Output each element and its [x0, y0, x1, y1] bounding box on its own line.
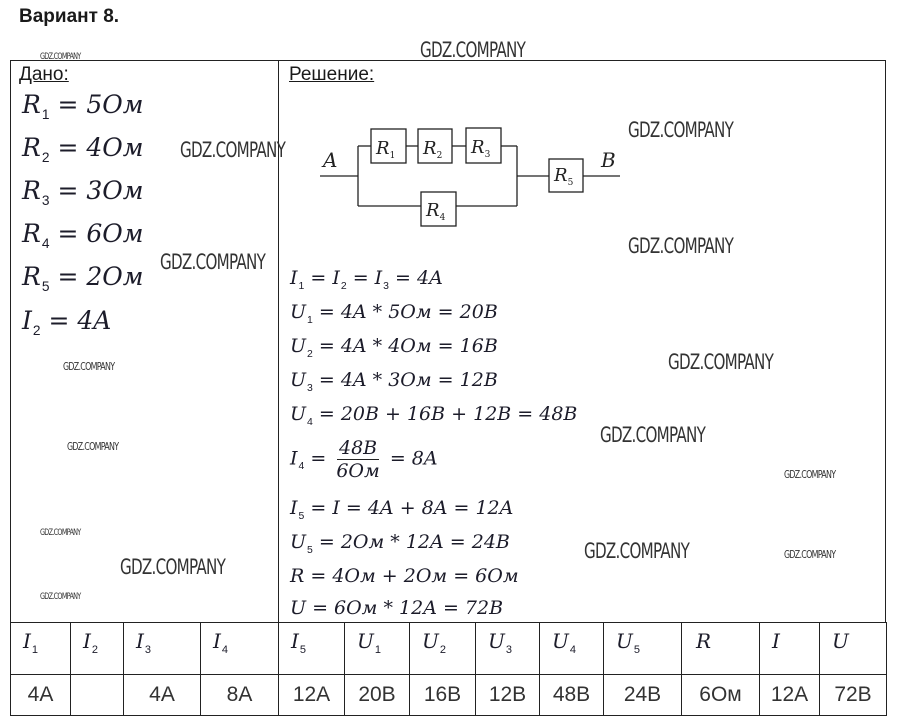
r5-label: R5 — [553, 165, 574, 188]
watermark: GDZ.COMPANY — [628, 234, 734, 258]
node-a-label: A — [321, 148, 337, 172]
value-cell — [70, 674, 124, 716]
page-title: Вариант 8. — [19, 6, 120, 27]
value-cell: 6Ом — [681, 674, 760, 716]
watermark: GDZ.COMPANY — [67, 440, 119, 453]
solution-step-u2: U2 = 4A * 4Ом = 16B — [290, 335, 498, 360]
watermark: GDZ.COMPANY — [668, 350, 774, 374]
solution-step-currents: I1 = I2 = I3 = 4A — [290, 267, 443, 292]
node-b-label: B — [600, 148, 616, 172]
watermark: GDZ.COMPANY — [120, 555, 226, 579]
given-heading: Дано: — [19, 64, 69, 85]
header-cell: I1 — [10, 622, 71, 675]
value-cell: 12A — [759, 674, 820, 716]
given-i2: I2 = 4A — [22, 306, 112, 339]
r3-label: R3 — [470, 137, 491, 160]
header-cell: U4 — [539, 622, 604, 675]
header-cell: I — [759, 622, 820, 675]
watermark: GDZ.COMPANY — [628, 118, 734, 142]
header-cell: I2 — [70, 622, 124, 675]
header-cell: U3 — [475, 622, 540, 675]
resistor-r5 — [548, 158, 584, 193]
resistor-r1 — [370, 128, 407, 164]
watermark: GDZ.COMPANY — [40, 528, 81, 538]
value-cell: 12B — [475, 674, 540, 716]
table-header-row: I1 I2 I3 I4 I5 U1 U2 U3 U4 U5 R I U — [10, 622, 887, 675]
given-r1: R1 = 5Ом — [22, 90, 144, 123]
resistor-r2 — [417, 128, 453, 164]
header-cell: U1 — [344, 622, 410, 675]
header-cell: R — [681, 622, 760, 675]
header-cell: I5 — [278, 622, 345, 675]
watermark: GDZ.COMPANY — [63, 360, 115, 373]
value-cell: 72B — [819, 674, 887, 716]
r4-label: R4 — [425, 200, 446, 223]
watermark: GDZ.COMPANY — [784, 548, 836, 561]
watermark: GDZ.COMPANY — [160, 250, 266, 274]
value-cell: 12A — [278, 674, 345, 716]
solution-step-r-total: R = 4Ом + 2Ом = 6Ом — [290, 565, 519, 587]
r2-label: R2 — [422, 138, 442, 161]
value-cell: 20B — [344, 674, 410, 716]
task-frame — [10, 60, 886, 622]
given-r4: R4 = 6Ом — [22, 219, 144, 252]
watermark: GDZ.COMPANY — [784, 468, 836, 481]
solution-heading: Решение: — [289, 64, 375, 85]
header-cell: I4 — [200, 622, 279, 675]
solution-step-u3: U3 = 4A * 3Ом = 12B — [290, 369, 498, 394]
solution-step-i5: I5 = I = 4A + 8A = 12A — [290, 497, 514, 522]
header-cell: U2 — [409, 622, 476, 675]
circuit-diagram: A B R1 R2 R3 R4 R5 — [320, 127, 620, 227]
watermark: GDZ.COMPANY — [600, 423, 706, 447]
resistor-r4 — [420, 191, 457, 227]
value-cell: 16B — [409, 674, 476, 716]
given-r2: R2 = 4Ом — [22, 133, 144, 166]
header-cell: U — [819, 622, 887, 675]
value-cell: 48B — [539, 674, 604, 716]
column-divider — [278, 60, 279, 622]
solution-step-u5: U5 = 2Ом * 12A = 24B — [290, 531, 510, 556]
solution-step-u4: U4 = 20B + 16B + 12B = 48B — [290, 403, 578, 428]
given-r5: R5 = 2Ом — [22, 262, 144, 295]
header-cell: U5 — [603, 622, 682, 675]
value-cell: 24B — [603, 674, 682, 716]
results-table: I1 I2 I3 I4 I5 U1 U2 U3 U4 U5 R I U 4A 4… — [10, 622, 887, 716]
watermark: GDZ.COMPANY — [40, 52, 81, 62]
given-r3: R3 = 3Ом — [22, 176, 144, 209]
watermark: GDZ.COMPANY — [180, 138, 286, 162]
solution-step-u1: U1 = 4A * 5Ом = 20B — [290, 301, 498, 326]
watermark: GDZ.COMPANY — [584, 539, 690, 563]
watermark: GDZ.COMPANY — [420, 38, 526, 62]
value-cell: 8A — [200, 674, 279, 716]
value-cell: 4A — [123, 674, 201, 716]
watermark: GDZ.COMPANY — [40, 592, 81, 602]
solution-step-u-total: U = 6Ом * 12A = 72B — [290, 597, 504, 619]
value-cell: 4A — [10, 674, 71, 716]
resistor-r3 — [465, 127, 502, 164]
header-cell: I3 — [123, 622, 201, 675]
table-values-row: 4A 4A 8A 12A 20B 16B 12B 48B 24B 6Ом 12A… — [10, 674, 887, 716]
r1-label: R1 — [375, 138, 395, 161]
